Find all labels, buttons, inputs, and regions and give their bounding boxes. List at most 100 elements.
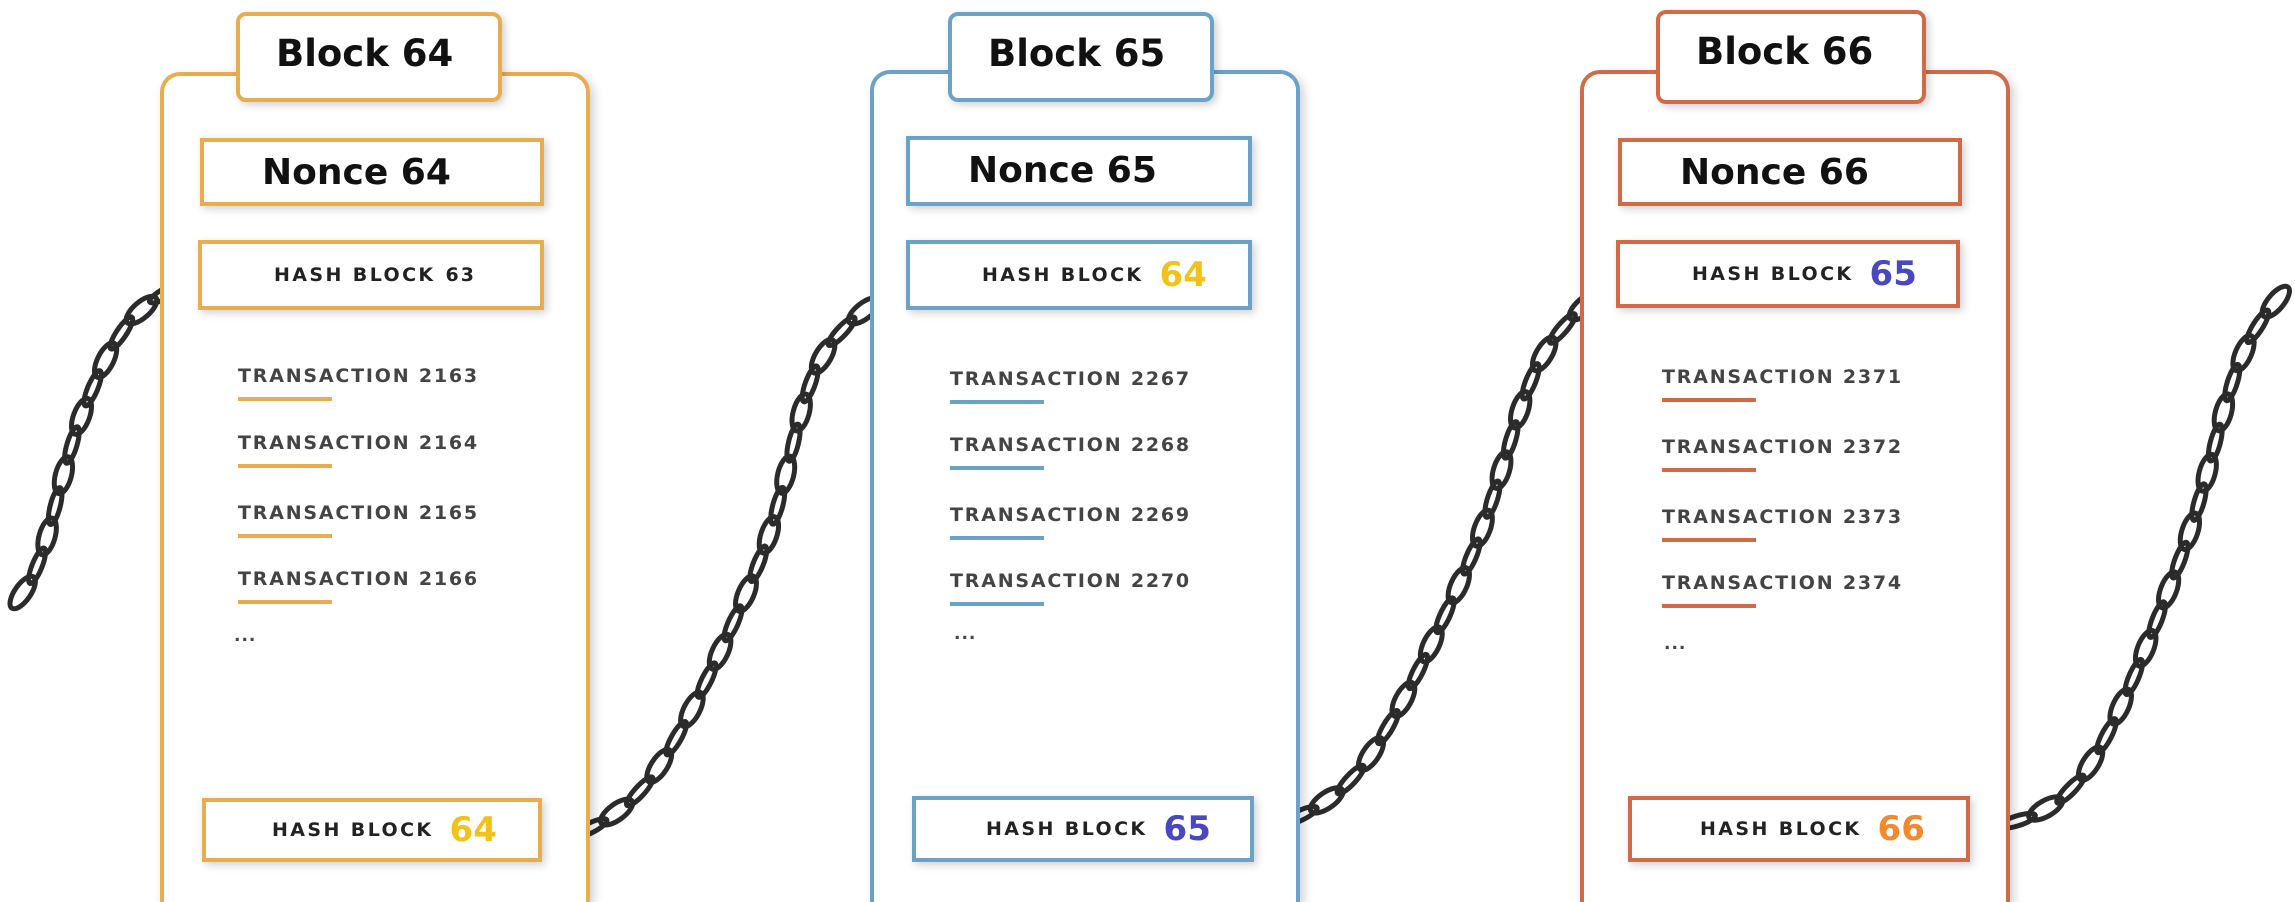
hash-block-label: HASH BLOCK <box>986 818 1148 840</box>
transaction-item: TRANSACTION 2371 <box>1662 366 1903 402</box>
chain-link-icon <box>45 485 65 528</box>
chain-link-icon <box>51 454 76 497</box>
block-66-nonce: Nonce 66 <box>1618 138 1962 206</box>
chain-link-icon <box>2107 686 2134 727</box>
chain-link-icon <box>784 421 803 464</box>
hash-block-label: HASH BLOCK <box>272 819 434 841</box>
transaction-label: TRANSACTION 2267 <box>950 368 1191 390</box>
transaction-underline <box>950 536 1044 540</box>
chain-link-icon <box>1529 334 1559 374</box>
transaction-underline <box>1662 604 1756 608</box>
transaction-item: TRANSACTION 2163 <box>238 365 479 401</box>
chain-link-icon <box>1508 389 1533 431</box>
hash-block-number: 65 <box>1869 254 1917 294</box>
chain-link-icon <box>1460 536 1483 577</box>
hash-block-number: 63 <box>445 264 476 286</box>
hash-block-number: 65 <box>1163 809 1211 849</box>
chain-link-icon <box>1334 762 1367 797</box>
transaction-underline <box>1662 468 1756 472</box>
chain-link-icon <box>2195 451 2219 494</box>
transaction-label: TRANSACTION 2371 <box>1662 366 1903 388</box>
chain-link-icon <box>1433 595 1457 636</box>
more-transactions: ... <box>1664 634 1687 654</box>
transaction-item: TRANSACTION 2270 <box>950 570 1191 606</box>
hash-block-label: HASH BLOCK <box>1692 263 1854 285</box>
transaction-underline <box>238 600 332 604</box>
chain-link-icon <box>721 603 745 644</box>
transaction-item: TRANSACTION 2372 <box>1662 436 1903 472</box>
chain-link-icon <box>7 573 38 612</box>
chain-link-icon <box>2094 716 2119 756</box>
block-64-frame <box>160 72 590 902</box>
transaction-label: TRANSACTION 2270 <box>950 570 1191 592</box>
chain-link-icon <box>2026 794 2066 823</box>
chain-link-icon <box>68 395 95 437</box>
transaction-item: TRANSACTION 2374 <box>1662 572 1903 608</box>
block-64-nonce: Nonce 64 <box>200 138 544 206</box>
chain-link-icon <box>62 424 82 466</box>
chain-link-icon <box>2054 772 2087 806</box>
chain-link-icon <box>774 453 798 496</box>
chain-link-icon <box>1405 651 1431 692</box>
chain-link-icon <box>808 336 838 376</box>
block-65-frame <box>870 70 1300 902</box>
block-65-title: Block 65 <box>948 12 1214 102</box>
block-65-nonce: Nonce 65 <box>906 136 1252 206</box>
hash-block-label: HASH BLOCK <box>1700 818 1862 840</box>
chain-link-icon <box>1445 565 1472 606</box>
block-66-title: Block 66 <box>1656 10 1926 104</box>
transaction-label: TRANSACTION 2372 <box>1662 436 1903 458</box>
hash-block-number: 64 <box>1159 255 1207 295</box>
chain-link-icon <box>1489 449 1514 491</box>
more-transactions: ... <box>954 624 977 644</box>
more-transactions: ... <box>234 626 257 646</box>
chain-link-icon <box>2230 332 2257 374</box>
transaction-item: TRANSACTION 2269 <box>950 504 1191 540</box>
chain-link-icon <box>733 573 759 614</box>
chain-link-icon <box>26 545 49 587</box>
transaction-underline <box>238 464 332 468</box>
transaction-item: TRANSACTION 2164 <box>238 432 479 468</box>
transaction-item: TRANSACTION 2267 <box>950 368 1191 404</box>
chain-link-icon <box>747 543 770 585</box>
hash-block-label: HASH BLOCK <box>274 264 436 286</box>
chain-link-icon <box>2259 283 2292 320</box>
chain-link-icon <box>81 368 104 409</box>
block-65-prev-hash: HASH BLOCK 64 <box>906 240 1252 310</box>
transaction-underline <box>238 534 332 538</box>
chain-link-icon <box>2211 391 2236 434</box>
transaction-underline <box>950 400 1044 404</box>
chain-link-icon <box>2169 539 2191 581</box>
chain-link-icon <box>2146 599 2168 640</box>
hash-block-number: 66 <box>1877 809 1925 849</box>
transaction-label: TRANSACTION 2374 <box>1662 572 1903 594</box>
chain-link-icon <box>799 363 821 405</box>
chain-link-icon <box>2177 510 2203 553</box>
transaction-label: TRANSACTION 2373 <box>1662 506 1903 528</box>
chain-link-icon <box>1482 478 1503 520</box>
chain-link-icon <box>35 515 59 558</box>
transaction-item: TRANSACTION 2165 <box>238 502 479 538</box>
transaction-underline <box>950 602 1044 606</box>
transaction-label: TRANSACTION 2164 <box>238 432 479 454</box>
chain-link-icon <box>2122 656 2146 698</box>
chain-link-icon <box>1307 785 1346 816</box>
chain-link-icon <box>1519 361 1542 402</box>
chain-link-icon <box>1500 419 1521 461</box>
transaction-label: TRANSACTION 2268 <box>950 434 1191 456</box>
transaction-label: TRANSACTION 2269 <box>950 504 1191 526</box>
chain-link-icon <box>756 514 782 556</box>
chain-link-icon <box>123 293 160 327</box>
chain-link-icon <box>1374 708 1401 747</box>
transaction-underline <box>238 397 332 401</box>
block-64-prev-hash: HASH BLOCK 63 <box>198 240 544 310</box>
transaction-underline <box>1662 398 1756 402</box>
chain-link-icon <box>1546 311 1578 346</box>
chain-link-icon <box>694 660 719 700</box>
hash-block-label: HASH BLOCK <box>982 264 1144 286</box>
chain-link-icon <box>1417 624 1445 665</box>
chain-link-icon <box>678 689 706 730</box>
chain-link-icon <box>2075 744 2106 783</box>
chain-link-icon <box>2222 361 2243 404</box>
chain-link-icon <box>107 314 136 352</box>
